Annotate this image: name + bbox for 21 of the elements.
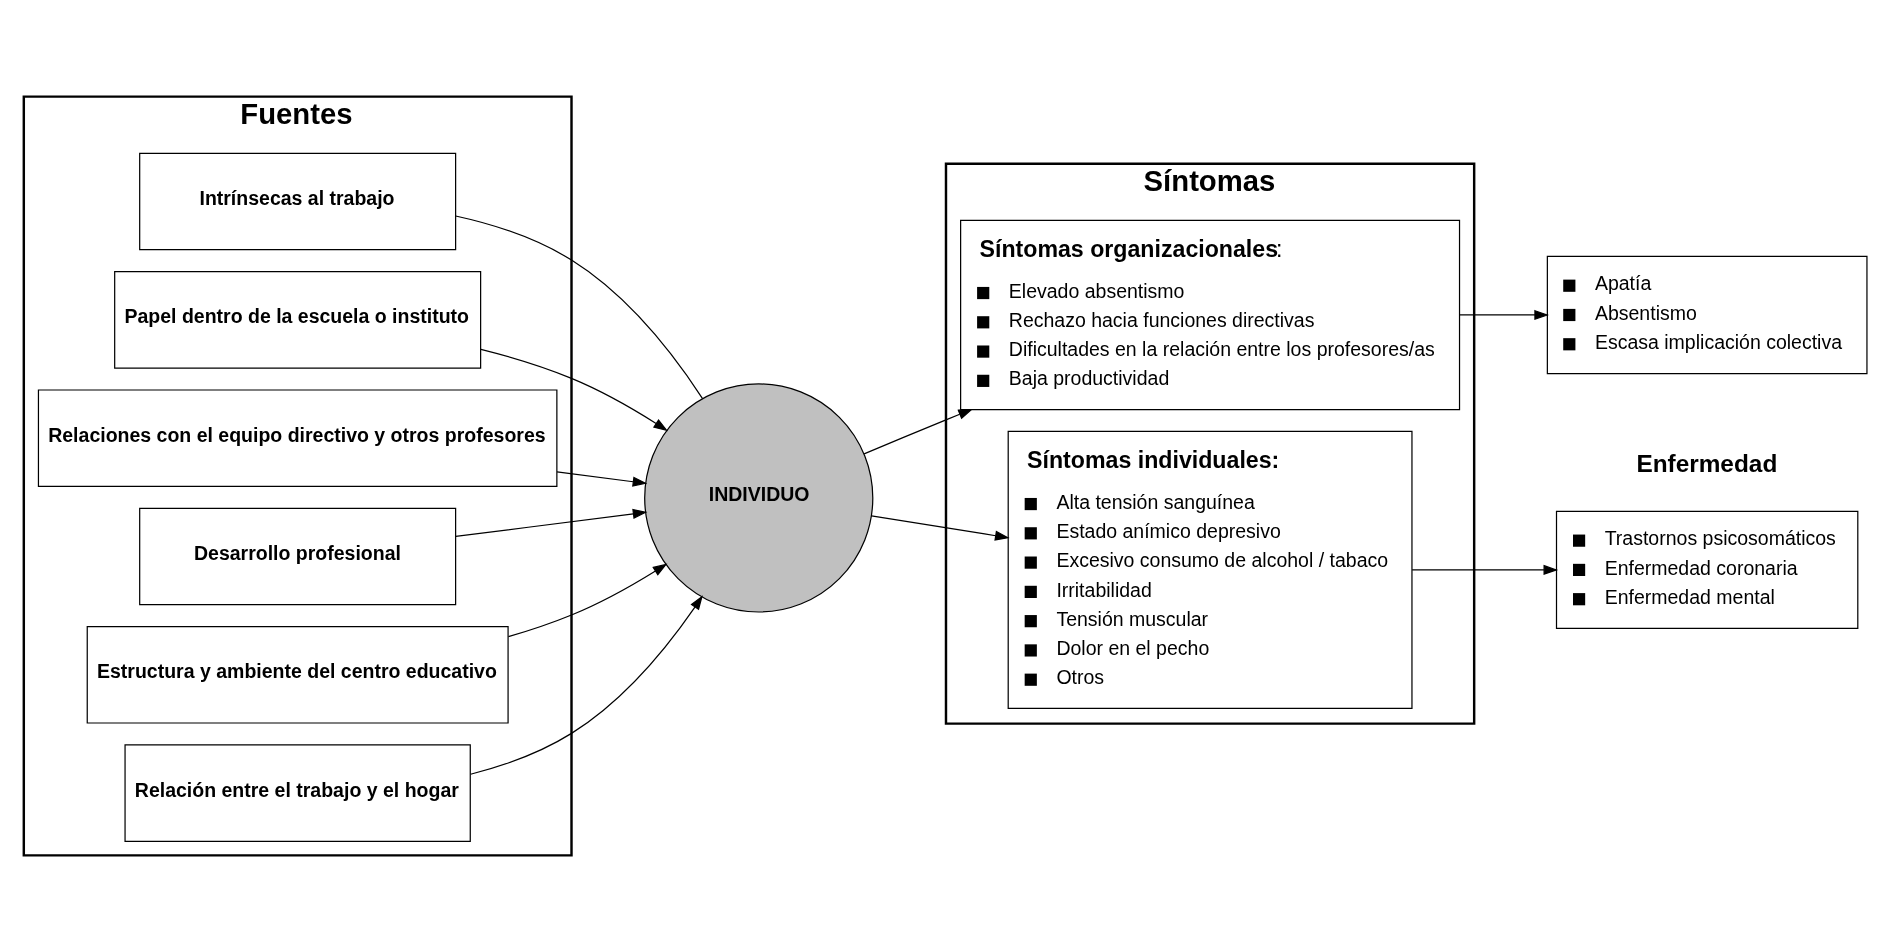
arrow xyxy=(863,408,973,455)
connector xyxy=(455,215,704,400)
arrow xyxy=(1459,309,1549,321)
arrow xyxy=(1411,564,1559,576)
arrow xyxy=(455,508,648,538)
arrow xyxy=(507,563,668,638)
arrow xyxy=(556,471,648,487)
label: Enfermedad xyxy=(1636,450,1778,478)
node-box: Papel dentro de la escuela o instituto xyxy=(114,271,482,369)
node-box: Trastornos psicosomáticos Enfermedad coronaria Enfermedad mental xyxy=(1555,510,1859,630)
node-box: Desarrollo profesional xyxy=(139,507,457,606)
node-box: Síntomas individuales: Alta tensión sanguínea Estado anímico depresivo Excesivo consumo de alcohol / tabaco Irritabilidad Tensión muscular Dolor en el pecho Otros xyxy=(1007,430,1413,709)
node-box: Relación entre el trabajo y el hogar xyxy=(124,744,471,842)
node-box: Apatía Absentismo Escasa implicación colectiva xyxy=(1546,255,1868,375)
node-box: Relaciones con el equipo directivo y otros profesores xyxy=(37,389,558,487)
arrow xyxy=(470,595,703,775)
arrow xyxy=(870,515,1010,541)
arrow xyxy=(480,348,669,432)
node-box: Estructura y ambiente del centro educativo xyxy=(86,626,509,724)
node-box: Intrínsecas al trabajo xyxy=(139,152,457,251)
node-box: Síntomas organizacionales: Elevado absentismo Rechazo hacia funciones directivas Dificultades en la relación entre los profesores/as Baja productividad xyxy=(960,219,1461,411)
